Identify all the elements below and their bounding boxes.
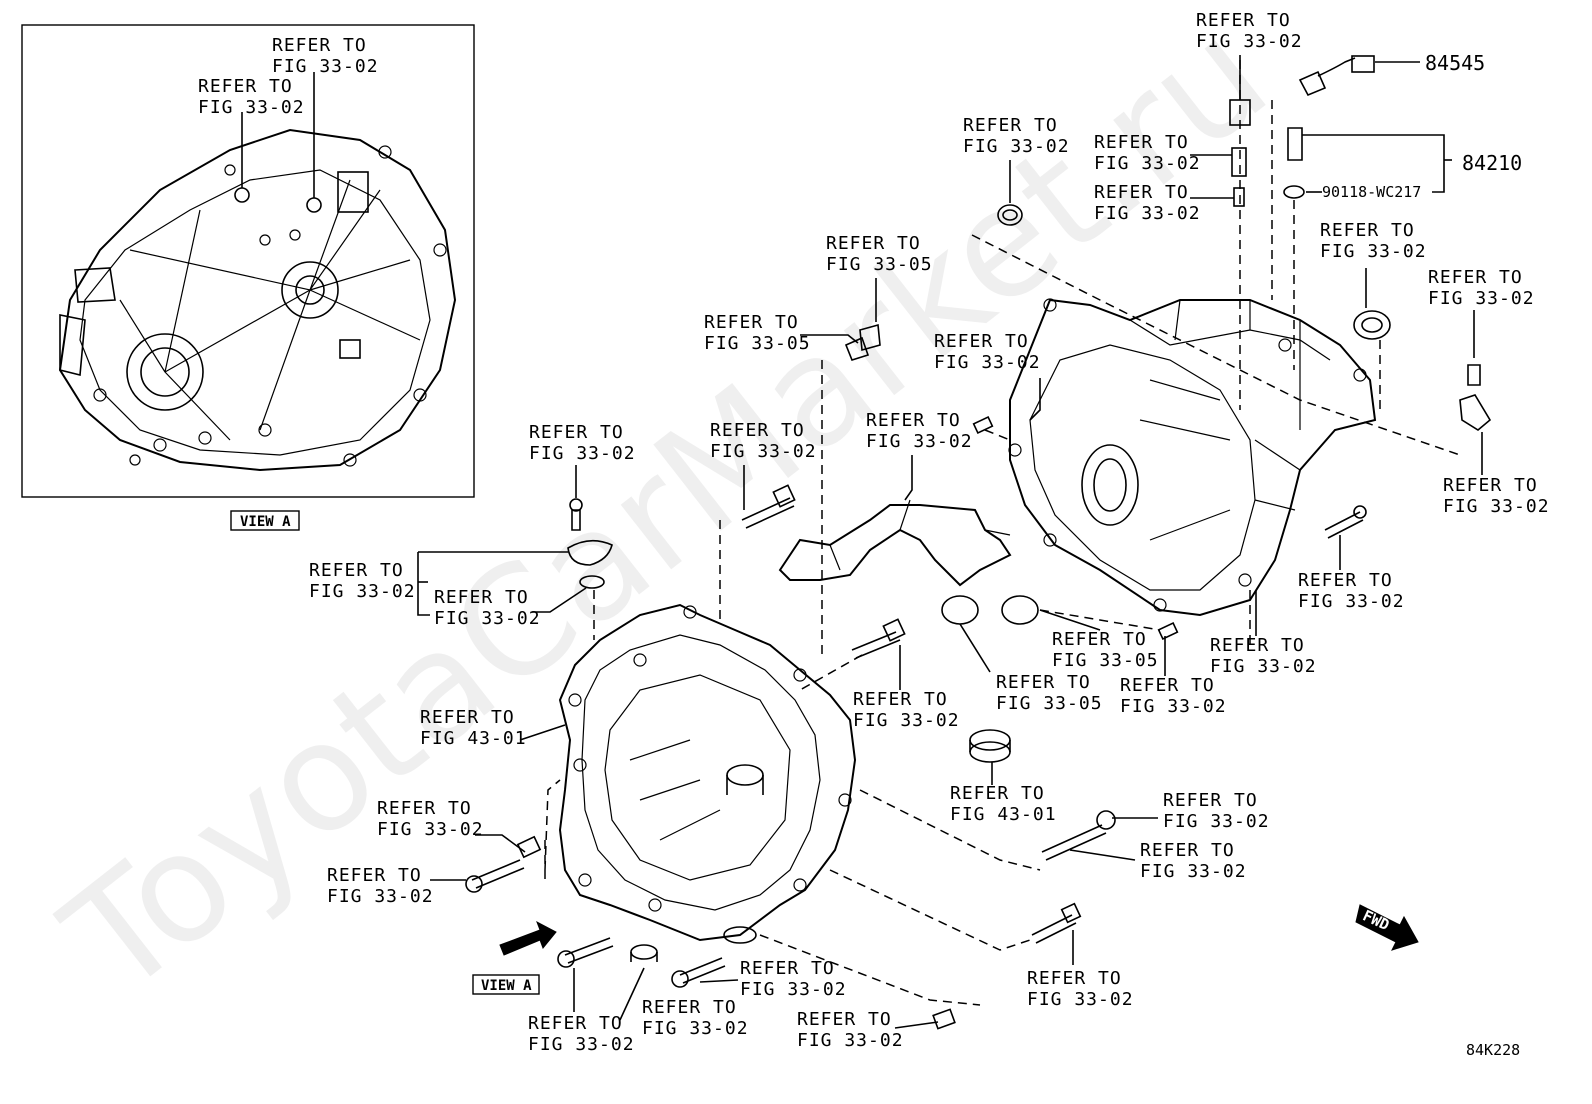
ref-label: FIG 33-02 bbox=[797, 1030, 904, 1051]
ref-label: FIG 33-02 bbox=[1120, 696, 1227, 717]
ref-label: FIG 33-05 bbox=[704, 333, 811, 354]
ref-label: REFER TO bbox=[1140, 840, 1235, 861]
ref-label: FIG 33-02 bbox=[327, 886, 434, 907]
ref-label: REFER TO bbox=[377, 798, 472, 819]
view-a-inset: REFER TO FIG 33-02 REFER TO FIG 33-02 bbox=[21, 24, 475, 498]
ref-label: REFER TO bbox=[528, 1013, 623, 1034]
bracket-drawing bbox=[778, 499, 1012, 587]
reference-labels: REFER TO FIG 33-02 84545 84210 90118-WC2… bbox=[309, 10, 1550, 1055]
ref-label: FIG 33-02 bbox=[1443, 496, 1550, 517]
ref-label: FIG 33-02 bbox=[272, 56, 379, 77]
view-a-caption: VIEW A bbox=[230, 510, 300, 531]
ref-label: FIG 33-02 bbox=[1196, 31, 1303, 52]
ref-label: REFER TO bbox=[327, 865, 422, 886]
ref-label: REFER TO bbox=[309, 560, 404, 581]
ref-label: REFER TO bbox=[272, 35, 367, 56]
ref-label: FIG 33-02 bbox=[866, 431, 973, 452]
ref-label: FIG 33-02 bbox=[1210, 656, 1317, 677]
ref-label: REFER TO bbox=[1298, 570, 1393, 591]
ref-label: REFER TO bbox=[797, 1009, 892, 1030]
ref-label: REFER TO bbox=[1163, 790, 1258, 811]
ref-label: REFER TO bbox=[642, 997, 737, 1018]
part-number-84210: 84210 bbox=[1462, 151, 1522, 175]
ref-label: FIG 33-02 bbox=[1163, 811, 1270, 832]
ref-label: REFER TO bbox=[826, 233, 921, 254]
ref-label: FIG 43-01 bbox=[420, 728, 527, 749]
ref-label: FIG 33-02 bbox=[1428, 288, 1535, 309]
ref-label: REFER TO bbox=[198, 76, 293, 97]
ref-label: FIG 33-02 bbox=[740, 979, 847, 1000]
transmission-case-drawing bbox=[1008, 298, 1377, 617]
ref-label: REFER TO bbox=[996, 672, 1091, 693]
view-a-label: VIEW A bbox=[240, 514, 291, 530]
ref-label: FIG 33-02 bbox=[1140, 861, 1247, 882]
ref-label: REFER TO bbox=[740, 958, 835, 979]
ref-label: REFER TO bbox=[1196, 10, 1291, 31]
ref-label: REFER TO bbox=[950, 783, 1045, 804]
ref-label: REFER TO bbox=[529, 422, 624, 443]
small-parts: FWD bbox=[465, 55, 1492, 1030]
ref-label: FIG 33-02 bbox=[1298, 591, 1405, 612]
ref-label: REFER TO bbox=[934, 331, 1029, 352]
ref-label: REFER TO bbox=[1120, 675, 1215, 696]
ref-label: FIG 33-05 bbox=[996, 693, 1103, 714]
ref-label: REFER TO bbox=[1094, 182, 1189, 203]
part-number-90118: 90118-WC217 bbox=[1322, 183, 1421, 201]
part-number-84545: 84545 bbox=[1425, 51, 1485, 75]
ref-label: FIG 33-02 bbox=[642, 1018, 749, 1039]
fwd-arrow: FWD bbox=[1355, 904, 1419, 951]
ref-label: REFER TO bbox=[1443, 475, 1538, 496]
ref-label: FIG 33-02 bbox=[934, 352, 1041, 373]
housing-inset-drawing bbox=[58, 128, 457, 472]
leader-lines bbox=[417, 55, 1483, 1029]
view-a-tag: VIEW A bbox=[472, 974, 540, 995]
ref-label: FIG 33-02 bbox=[1027, 989, 1134, 1010]
ref-label: FIG 33-02 bbox=[1094, 203, 1201, 224]
ref-label: FIG 33-02 bbox=[377, 819, 484, 840]
ref-label: FIG 33-02 bbox=[853, 710, 960, 731]
ref-label: FIG 43-01 bbox=[950, 804, 1057, 825]
ref-label: REFER TO bbox=[1094, 132, 1189, 153]
ref-label: REFER TO bbox=[1052, 629, 1147, 650]
ref-label: REFER TO bbox=[853, 689, 948, 710]
ref-label: REFER TO bbox=[434, 587, 529, 608]
ref-label: REFER TO bbox=[704, 312, 799, 333]
ref-label: FIG 33-02 bbox=[434, 608, 541, 629]
ref-label: REFER TO bbox=[1320, 220, 1415, 241]
ref-label: REFER TO bbox=[1210, 635, 1305, 656]
ref-label: FIG 33-05 bbox=[826, 254, 933, 275]
ref-label: FIG 33-02 bbox=[963, 136, 1070, 157]
ref-label: FIG 33-02 bbox=[309, 581, 416, 602]
view-a-tag-label: VIEW A bbox=[481, 978, 532, 994]
ref-label: FIG 33-02 bbox=[528, 1034, 635, 1055]
assembly-lines bbox=[544, 60, 1461, 1006]
ref-label: FIG 33-02 bbox=[1094, 153, 1201, 174]
ref-label: REFER TO bbox=[710, 420, 805, 441]
ref-label: REFER TO bbox=[420, 707, 515, 728]
ref-label: REFER TO bbox=[1027, 968, 1122, 989]
diagram-code: 84K228 bbox=[1466, 1041, 1520, 1059]
ref-label: FIG 33-02 bbox=[529, 443, 636, 464]
ref-label: FIG 33-02 bbox=[710, 441, 817, 462]
ref-label: FIG 33-05 bbox=[1052, 650, 1159, 671]
ref-label: REFER TO bbox=[1428, 267, 1523, 288]
ref-label: REFER TO bbox=[866, 410, 961, 431]
ref-label: REFER TO bbox=[963, 115, 1058, 136]
ref-label: FIG 33-02 bbox=[198, 97, 305, 118]
ref-label: FIG 33-02 bbox=[1320, 241, 1427, 262]
clutch-housing-drawing bbox=[558, 603, 857, 944]
